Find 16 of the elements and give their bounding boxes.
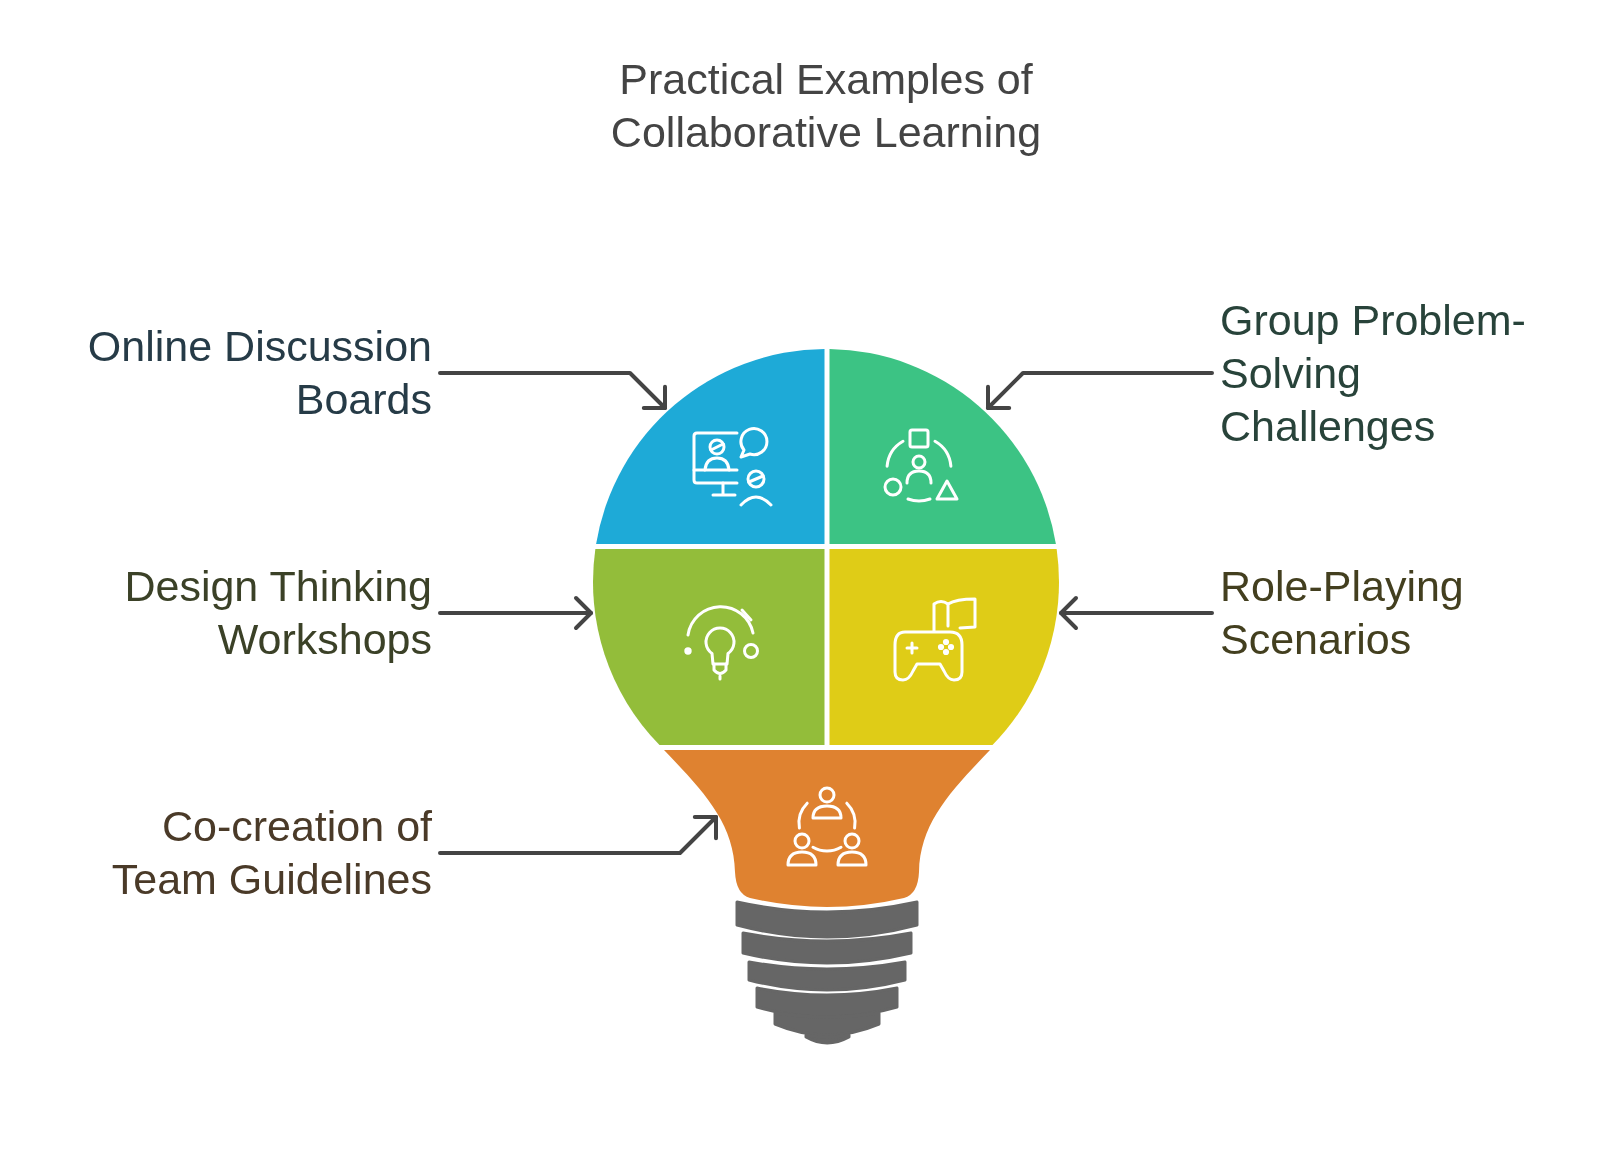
bulb-segment [829,549,1059,745]
example-label: Group Problem-Solving Challenges [1220,293,1527,453]
title: Practical Examples of Collaborative Learning [610,54,1042,158]
arrow [1059,596,1214,630]
example-label: Design Thinking Workshops [123,560,432,666]
arrow [986,371,1214,410]
bulb-segment [593,549,825,745]
bulb-segment [829,349,1056,544]
example-label: Role-Playing Scenarios [1220,560,1465,666]
arrow [438,371,667,410]
arrow [438,815,718,855]
example-label: Co-creation of Team Guidelines [110,800,432,906]
example-label: Online Discussion Boards [86,320,432,426]
bulb-segment [596,349,825,544]
bulb-segment [664,750,990,908]
arrow [438,596,593,630]
